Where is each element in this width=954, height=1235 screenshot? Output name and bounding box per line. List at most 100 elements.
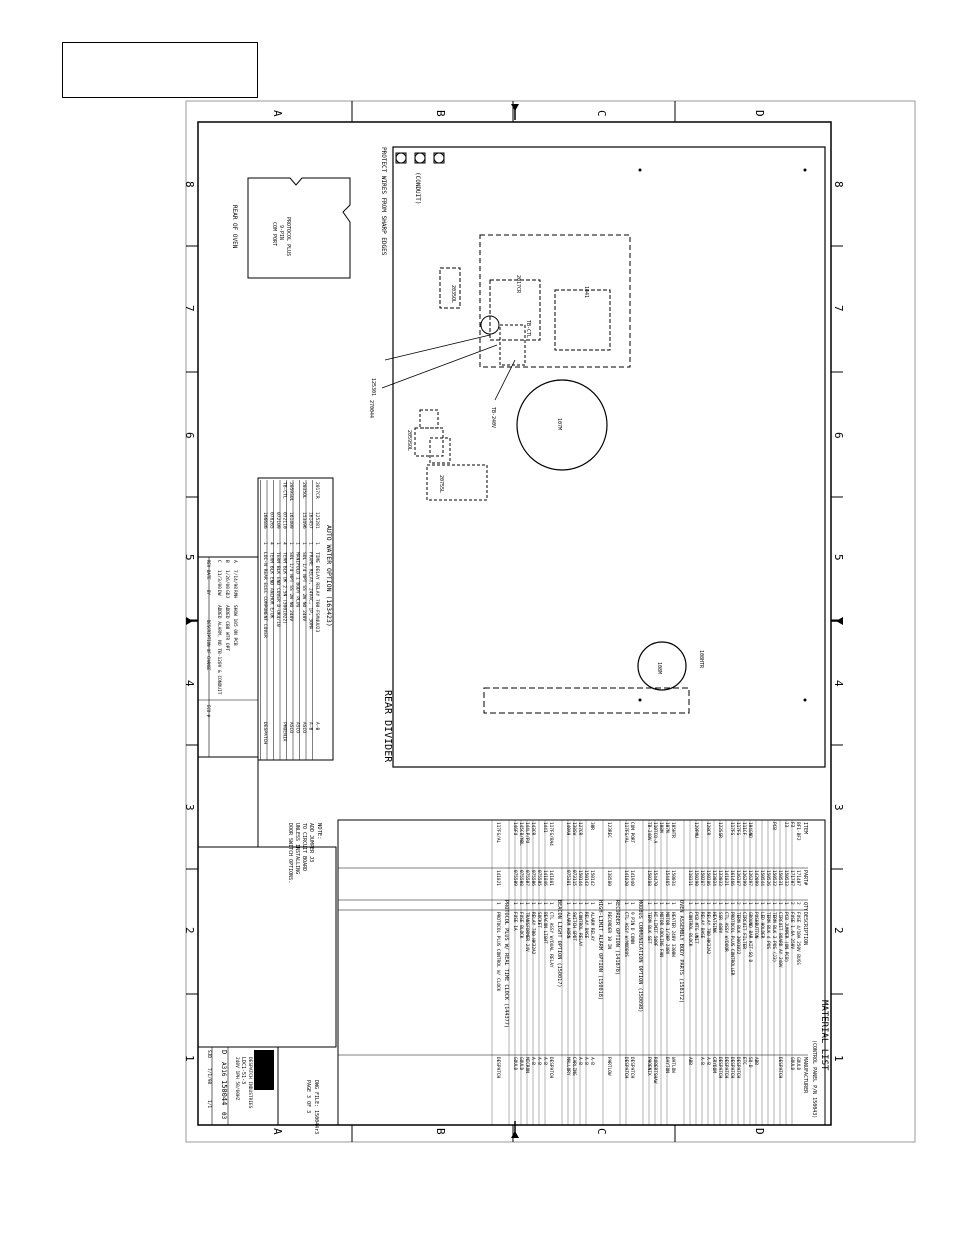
material-cell: 141821 — [723, 870, 729, 886]
drawing-subtitle: 240V 1PH 50/60HZ — [234, 1057, 240, 1101]
material-cell: 1 — [524, 902, 530, 905]
material-cell: 123REC — [606, 822, 612, 838]
revision-header: BY — [206, 590, 211, 595]
material-cell: CONTROL RELAY — [577, 912, 583, 947]
auto-water-cell: TB-CTL — [282, 482, 288, 499]
material-cell: 117FG/AL — [623, 822, 629, 844]
material-cell: 150143 — [583, 870, 589, 886]
revision-cell: C — [216, 560, 222, 563]
drawn-by: SJD — [206, 1050, 212, 1058]
auto-water-cell: 1 — [314, 542, 320, 545]
material-cell: 105HTR — [670, 822, 676, 838]
material-cell: 117FG/BA4 — [548, 822, 554, 846]
zone-number-right: 6 — [832, 432, 845, 439]
fan-108m — [637, 641, 687, 691]
auto-water-cell: 2017CR — [314, 482, 320, 499]
material-cell: A-B — [583, 1057, 589, 1065]
auto-water-cell: TERM BLK UK 2.5N (3001022) — [282, 552, 288, 624]
zone-number-left: 2 — [183, 927, 196, 934]
auto-water-cell: FRAME RELAY, 24VAC, 1P, 30MA — [308, 552, 314, 630]
zone-number-right: 5 — [832, 554, 845, 561]
material-cell: ETC — [741, 1057, 747, 1065]
material-cell: 2 — [735, 902, 741, 905]
zone-number-right: 3 — [832, 804, 845, 811]
material-cell: GOULD — [795, 1057, 801, 1071]
material-cell: TRANSFORMER 24V — [524, 912, 530, 952]
label-1441: 1441 — [583, 286, 589, 298]
material-cell: BF1-BF2 — [795, 822, 801, 841]
material-cell: A-B — [542, 1057, 548, 1065]
auto-water-cell: 4 — [282, 542, 288, 545]
drawn-date: 7/1/98 — [206, 1068, 212, 1085]
material-cell: 1 — [583, 902, 589, 905]
material-cell: 150544 — [759, 870, 765, 886]
revision-cell: A — [232, 560, 238, 563]
material-cell: SSR 480V — [717, 912, 723, 934]
material-cell: PARTLOW — [606, 1057, 612, 1076]
sheet-value: A316 — [220, 1062, 227, 1077]
material-cell: 1 — [606, 902, 612, 905]
material-cell: TERM BLK 3001022 — [735, 912, 741, 955]
material-cell: 075506 — [530, 870, 536, 886]
auto-water-cell: MANIFOLD 1 BODY PLUG — [295, 552, 301, 608]
material-cell: 117FG/AL — [495, 822, 501, 844]
auto-water-cell: ASCO — [288, 722, 294, 733]
zone-number-left: 1 — [183, 1055, 196, 1062]
material-cell: 1 — [777, 902, 783, 905]
material-cell: 111CF — [741, 822, 747, 836]
dwg-number: 150044 — [220, 1080, 228, 1105]
material-section-title: OVEN ASSEMBLY BODY PARTS (158172) — [678, 900, 684, 1003]
material-cell: RECORDER 10 IN — [606, 912, 612, 949]
material-cell: HEATSINK — [711, 912, 717, 934]
material-cell: TERM BLK 3 POS (J3) — [771, 912, 777, 962]
material-cell: SOCKET — [536, 912, 542, 928]
material-cell: TERM BLK SET — [646, 912, 652, 944]
material-cell: GROUND BAR KIT-SQ D — [747, 912, 753, 963]
material-cell: 1 — [741, 902, 747, 905]
material-list-table: MATERIAL LIST(CONTROL PANEL P/N 150043)I… — [337, 819, 829, 1126]
label-270044: 270044 — [368, 400, 374, 418]
material-cell: 075505 — [536, 870, 542, 886]
size-value: D — [220, 1050, 228, 1054]
material-cell: SQ-D — [747, 1057, 753, 1068]
label-125301: 125301 — [370, 378, 376, 396]
material-cell: 1 — [658, 902, 664, 905]
material-cell: 1 — [536, 902, 542, 905]
revision-header: REV — [206, 560, 211, 568]
zone-number-left: 8 — [183, 181, 196, 188]
material-cell: 150290 — [693, 870, 699, 886]
material-cell: 133033 — [717, 870, 723, 886]
material-list-header: PART# — [802, 870, 808, 885]
material-cell: 141940 — [629, 870, 635, 886]
material-cell: CONTROL BLOCK — [687, 912, 693, 947]
material-cell: 145CB/MBL — [518, 822, 524, 846]
material-list-header: MANUFACTURER — [802, 1057, 808, 1094]
material-cell: WATLOW — [670, 1057, 676, 1073]
revision-cell: RMH — [232, 590, 238, 598]
material-cell: 1 — [518, 902, 524, 905]
material-cell: 141846 — [542, 870, 548, 886]
company-name: DESPATCH INDUSTRIES — [247, 1057, 253, 1109]
material-cell: ALARM HORN — [565, 912, 571, 939]
material-cell: 1 — [699, 902, 705, 905]
zone-letter-top: C — [595, 110, 608, 117]
conduit-note: (CONDUIT) — [414, 172, 421, 205]
auto-water-cell: 072110 — [282, 512, 288, 529]
auto-water-option-table: AUTO WATER OPTION (163423)2017CR1252811T… — [257, 477, 334, 761]
material-section-title: BEACON LIGHT OPTION (150017) — [556, 900, 562, 987]
material-cell: MICRON — [524, 1057, 530, 1073]
auto-water-cell: 125281 — [314, 512, 320, 529]
revision-cell: 7/14/98 — [232, 570, 238, 589]
material-cell: F3 — [789, 822, 795, 828]
auto-water-cell: SOL 1/4 NPT SS 2W NO 240V — [288, 552, 294, 621]
material-cell: ABB — [687, 1057, 693, 1065]
material-cell: A-B — [589, 1057, 595, 1065]
material-cell: 117FG — [729, 822, 735, 836]
material-cell: 146FU — [512, 822, 518, 836]
material-cell: CIRCUIT FILTER — [741, 912, 747, 949]
material-cell: 171407 — [795, 870, 801, 886]
material-cell: 138SW — [571, 822, 577, 836]
label-20755l: 20755L — [438, 475, 444, 493]
material-cell: 1 — [705, 902, 711, 905]
